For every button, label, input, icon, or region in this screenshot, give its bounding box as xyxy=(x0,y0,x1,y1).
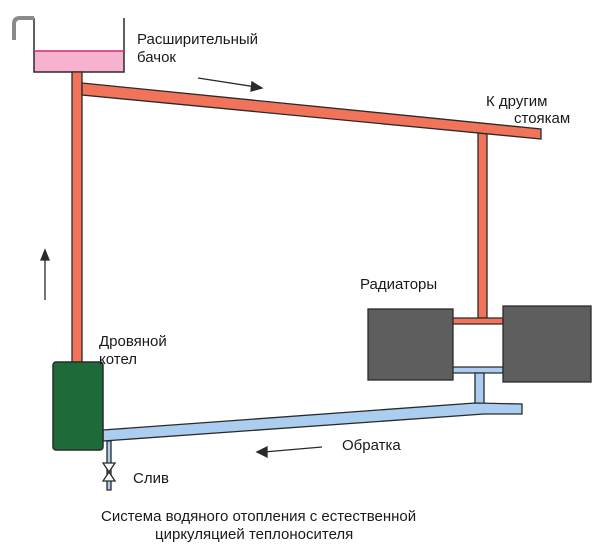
arrow-up-icon xyxy=(40,248,50,300)
wood-boiler xyxy=(52,361,104,451)
flow-arrows xyxy=(40,77,323,459)
boiler-label-line1: Дровяной xyxy=(99,333,167,350)
expansion-tank xyxy=(12,16,125,73)
caption-line2: циркуляцией теплоносителя xyxy=(155,526,353,543)
radiator-drop-pipe xyxy=(477,132,488,319)
tank-overflow-pipe xyxy=(12,16,34,40)
tank-label-line1: Расширительный xyxy=(137,31,258,48)
radiator-cold-connector xyxy=(451,366,504,374)
risers-label-line2: стоякам xyxy=(514,110,570,127)
return-pipes xyxy=(102,366,523,491)
main-riser-pipe xyxy=(71,71,83,363)
caption-line1: Система водяного отопления с естественно… xyxy=(101,508,416,525)
tank-label-line2: бачок xyxy=(137,49,176,66)
radiator-right xyxy=(502,305,592,383)
arrow-right-icon xyxy=(197,77,264,92)
drain-label: Слив xyxy=(133,470,169,487)
return-main-pipe xyxy=(102,402,523,442)
radiator-hot-connector xyxy=(451,317,504,325)
drain-valve-icon xyxy=(101,462,117,482)
supply-pipes xyxy=(71,71,542,363)
radiators xyxy=(367,305,592,383)
radiator-left xyxy=(367,308,454,381)
arrow-left-icon xyxy=(255,445,323,459)
risers-label-line1: К другим xyxy=(486,93,548,110)
radiators-label: Радиаторы xyxy=(360,276,437,293)
top-supply-pipe xyxy=(81,82,542,140)
boiler-label-line2: котел xyxy=(99,351,137,368)
return-label: Обратка xyxy=(342,437,401,454)
radiator-return-drop-pipe xyxy=(474,372,485,405)
tank-water xyxy=(34,51,124,72)
